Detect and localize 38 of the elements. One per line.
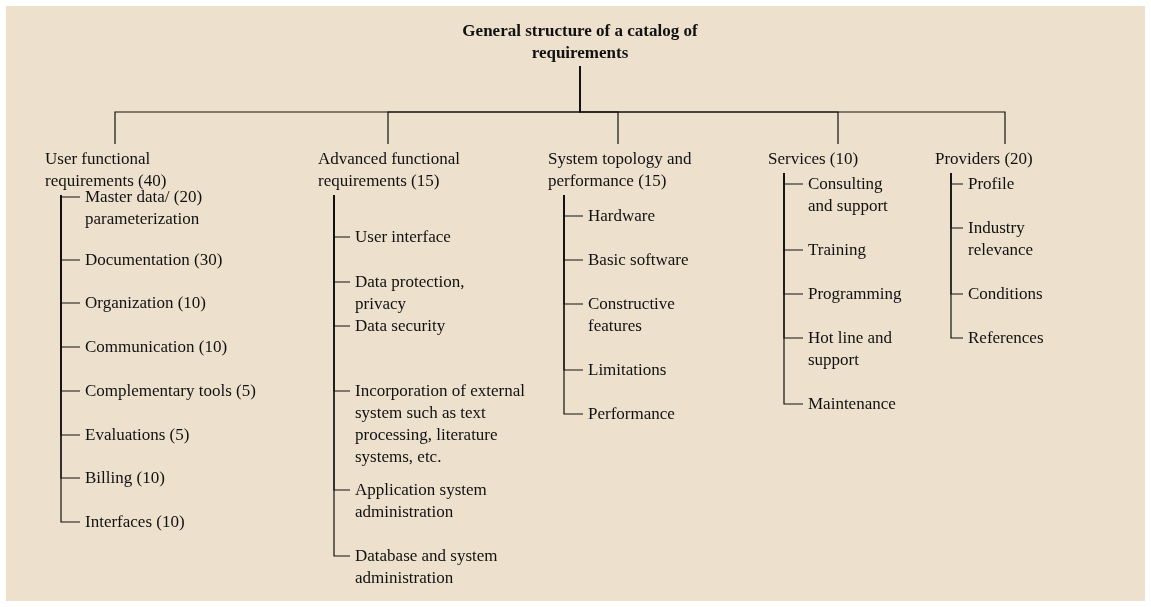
category-label: Services (10): [768, 148, 859, 170]
item-label: Interfaces (10): [85, 511, 185, 533]
item-label: Data protection, privacy: [355, 271, 480, 315]
connector-line: [60, 194, 81, 198]
item-label: Profile: [968, 173, 1015, 195]
item-label: Communication (10): [85, 336, 228, 358]
connector-line: [563, 194, 584, 415]
connector-line: [579, 65, 1006, 145]
category-label: System topology and performance (15): [548, 148, 708, 192]
item-label: Complementary tools (5): [85, 380, 256, 402]
item-label: Documentation (30): [85, 249, 223, 271]
item-label: References: [968, 327, 1044, 349]
item-label: Maintenance: [808, 393, 896, 415]
item-label: Database and system administration: [355, 545, 515, 589]
item-label: Consulting and support: [808, 173, 908, 217]
item-label: Incorporation of external system such as text processing, literature systems, etc.: [355, 380, 525, 468]
item-label: Programming: [808, 283, 902, 305]
item-label: Evaluations (5): [85, 424, 190, 446]
item-label: Organization (10): [85, 292, 206, 314]
connector-line: [783, 172, 804, 405]
item-label: User interface: [355, 226, 451, 248]
item-label: Training: [808, 239, 866, 261]
connector-line: [333, 194, 351, 557]
item-label: Hot line and support: [808, 327, 908, 371]
item-label: Industry relevance: [968, 217, 1058, 261]
item-label: Limitations: [588, 359, 667, 381]
item-label: Billing (10): [85, 467, 165, 489]
item-label: Basic software: [588, 249, 689, 271]
item-label: Performance: [588, 403, 675, 425]
item-label: Constructive features: [588, 293, 688, 337]
item-label: Conditions: [968, 283, 1043, 305]
tree-title: General structure of a catalog of requirements: [430, 20, 730, 64]
category-label: Providers (20): [935, 148, 1033, 170]
connector-line: [950, 172, 964, 339]
item-label: Application system administration: [355, 479, 505, 523]
category-label: Advanced functional requirements (15): [318, 148, 498, 192]
item-label: Data security: [355, 315, 446, 337]
item-label: Hardware: [588, 205, 655, 227]
